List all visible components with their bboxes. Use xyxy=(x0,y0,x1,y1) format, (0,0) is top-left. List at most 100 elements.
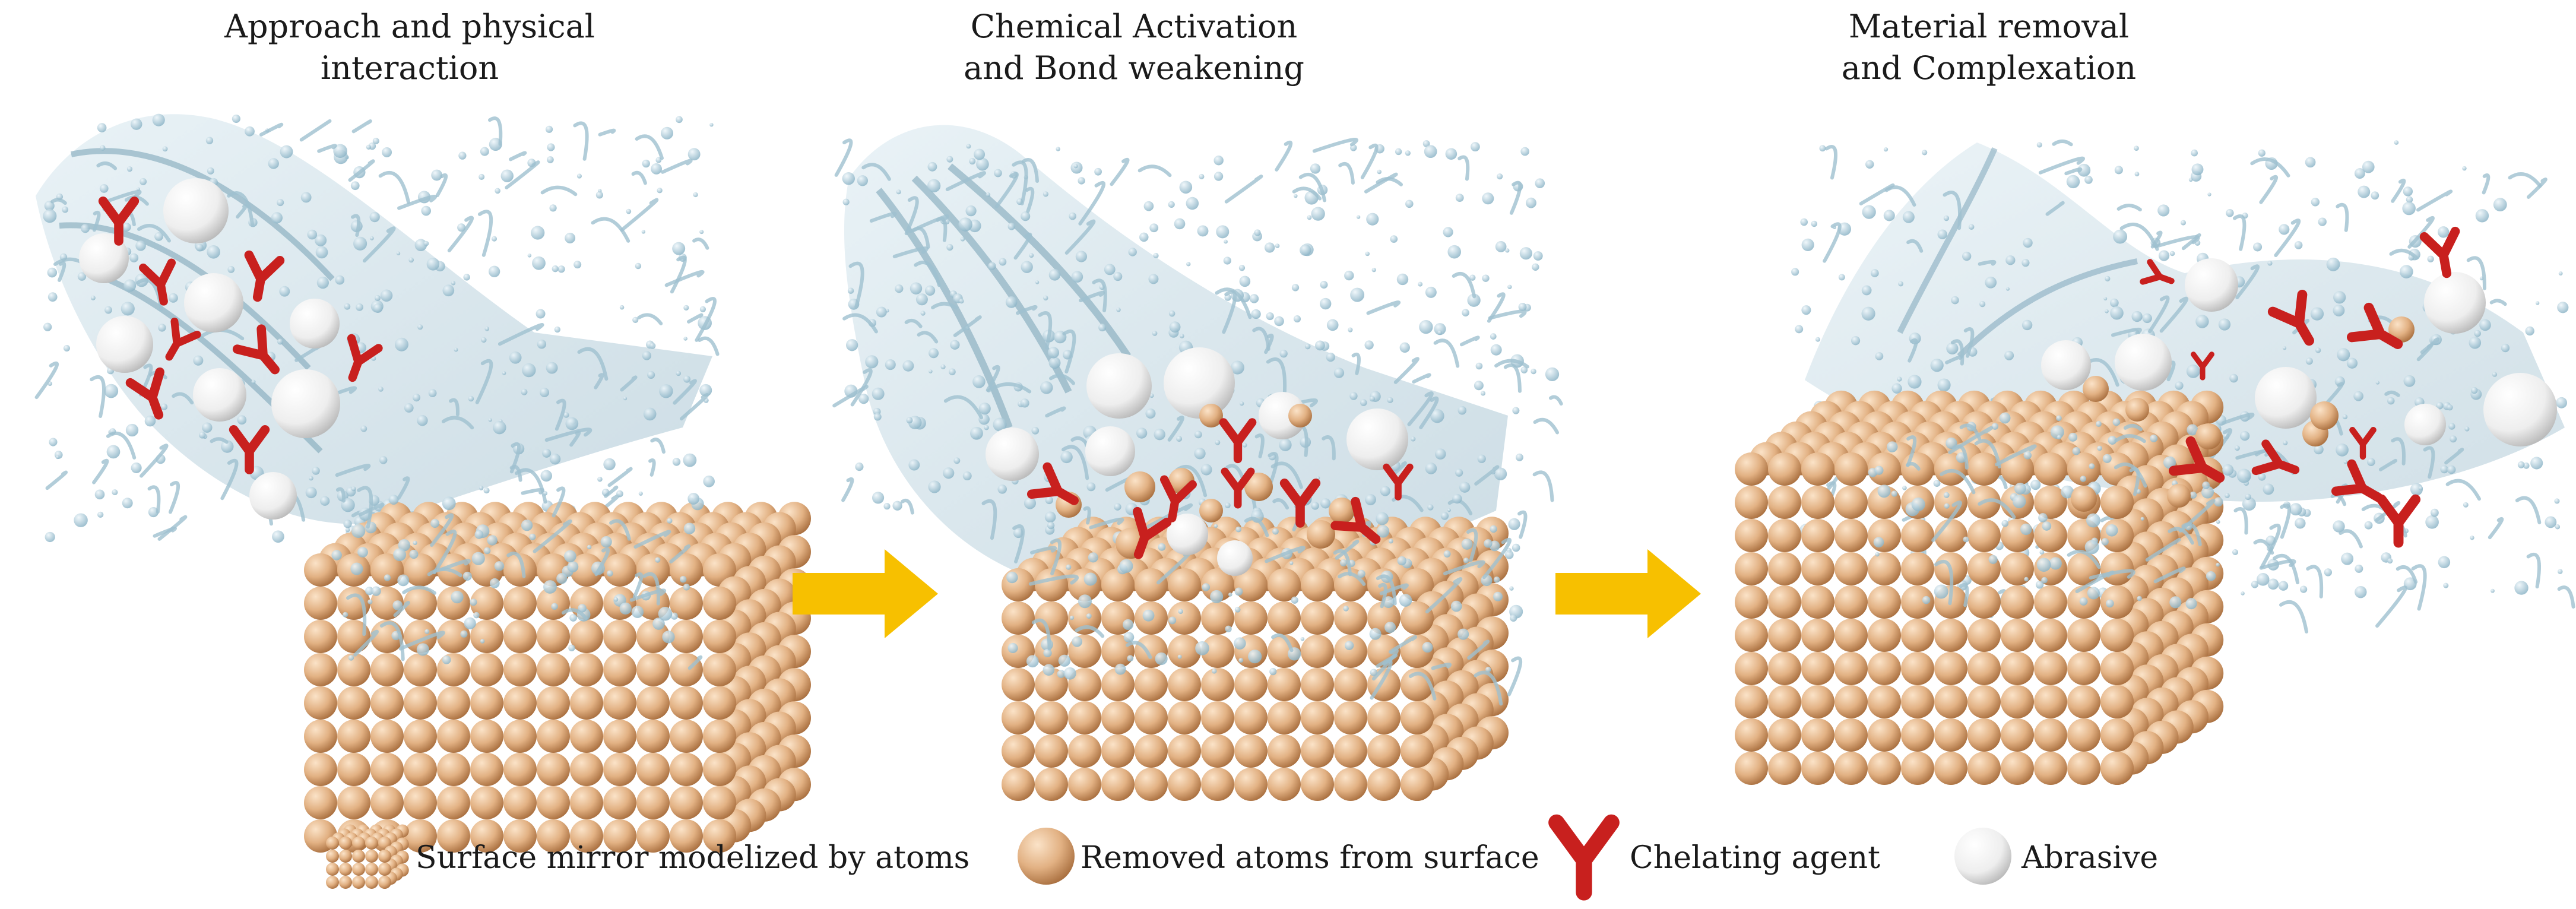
water-droplet xyxy=(994,169,1002,178)
water-streak xyxy=(1467,639,1490,660)
abrasive-particle xyxy=(2424,272,2486,334)
water-droplet xyxy=(479,173,485,180)
surface-atom xyxy=(1301,568,1334,601)
surface-atom xyxy=(337,720,370,753)
stage-3-title: Material removal and Complexation xyxy=(1722,6,2256,89)
water-streak xyxy=(236,204,248,219)
water-droplet xyxy=(2337,348,2350,362)
water-streak xyxy=(1062,445,1089,480)
water-streak xyxy=(1823,222,1842,263)
water-droplet xyxy=(1291,596,1298,604)
water-droplet xyxy=(1819,145,1826,152)
water-droplet xyxy=(2263,483,2274,495)
water-droplet xyxy=(1066,564,1072,570)
surface-atom xyxy=(1268,568,1301,601)
water-streak xyxy=(981,499,997,540)
water-droplet xyxy=(1040,381,1053,394)
water-droplet xyxy=(394,337,408,351)
water-droplet xyxy=(876,306,887,318)
water-streak xyxy=(172,392,194,405)
surface-atom xyxy=(1768,752,1801,785)
surface-atom xyxy=(1168,734,1201,768)
removed-atom xyxy=(2195,423,2222,449)
water-droplet xyxy=(1991,423,1999,430)
water-streak xyxy=(435,173,448,198)
water-droplet xyxy=(1024,497,1037,509)
water-droplet xyxy=(1123,632,1135,643)
surface-atom xyxy=(2034,752,2067,785)
abrasive-particle xyxy=(1346,408,1408,470)
surface-atom xyxy=(1268,734,1301,768)
water-droplet xyxy=(1922,150,1928,156)
water-droplet xyxy=(1467,293,1481,307)
surface-atom xyxy=(304,620,337,653)
water-droplet xyxy=(104,384,119,398)
water-droplet xyxy=(2039,550,2045,555)
water-droplet xyxy=(2110,298,2119,308)
surface-atom xyxy=(437,819,470,853)
water-droplet xyxy=(2190,491,2197,499)
water-droplet xyxy=(959,299,964,304)
water-streak xyxy=(1167,416,1184,442)
water-droplet xyxy=(2056,415,2062,422)
water-droplet xyxy=(2086,513,2100,528)
water-droplet xyxy=(1504,550,1514,559)
stage-1-illustration xyxy=(34,113,811,853)
surface-atom xyxy=(1834,652,1868,685)
surface-atom xyxy=(2001,685,2034,718)
water-droplet xyxy=(1418,281,1423,287)
water-droplet xyxy=(1194,430,1202,439)
water-droplet xyxy=(307,229,318,240)
surface-atom xyxy=(1967,619,2001,652)
water-streak xyxy=(475,359,493,404)
water-streak xyxy=(259,122,284,137)
surface-atom xyxy=(703,753,736,786)
surface-atom xyxy=(339,863,352,876)
water-droplet xyxy=(1891,383,1902,394)
surface-atom xyxy=(1768,685,1801,718)
water-droplet xyxy=(483,547,491,555)
water-droplet xyxy=(2097,445,2102,451)
water-droplet xyxy=(1069,212,1076,220)
water-droplet xyxy=(1944,503,1950,509)
water-droplet xyxy=(872,492,885,504)
water-streak xyxy=(1906,239,1924,253)
water-streak xyxy=(2221,413,2255,425)
surface-atom xyxy=(1068,701,1101,734)
water-droplet xyxy=(2438,556,2451,569)
abrasive-particle xyxy=(1259,392,1306,439)
water-streak xyxy=(1963,327,1975,358)
water-droplet xyxy=(2245,493,2251,501)
water-droplet xyxy=(374,294,381,302)
surface-atom xyxy=(1801,452,1834,486)
water-streak xyxy=(2375,585,2407,628)
water-streak xyxy=(908,214,949,233)
water-droplet xyxy=(1154,428,1165,441)
water-streak xyxy=(1379,583,1409,596)
removed-atom xyxy=(2083,376,2109,402)
water-streak xyxy=(397,195,437,210)
water-droplet xyxy=(1430,408,1444,423)
surface-atom xyxy=(1868,718,1901,752)
water-droplet xyxy=(872,387,885,400)
surface-atom xyxy=(1735,519,1768,552)
water-streak xyxy=(1908,338,1918,363)
water-streak xyxy=(335,464,371,477)
water-droplet xyxy=(587,544,592,550)
surface-atom xyxy=(670,553,703,587)
removed-atom xyxy=(2388,316,2415,343)
surface-atom xyxy=(1967,752,2001,785)
surface-atom xyxy=(404,553,437,587)
water-droplet xyxy=(2342,414,2348,420)
water-streak xyxy=(106,431,137,460)
water-streak xyxy=(1270,461,1303,489)
water-streak xyxy=(147,485,161,514)
water-droplet xyxy=(468,395,474,402)
water-droplet xyxy=(1800,218,1808,226)
water-droplet xyxy=(1891,490,1898,497)
water-droplet xyxy=(495,188,500,194)
water-streak xyxy=(1548,395,1563,406)
legend-item-abrasive: Abrasive xyxy=(1953,816,2158,900)
water-streak xyxy=(1474,465,1500,486)
water-streak xyxy=(2375,501,2401,522)
